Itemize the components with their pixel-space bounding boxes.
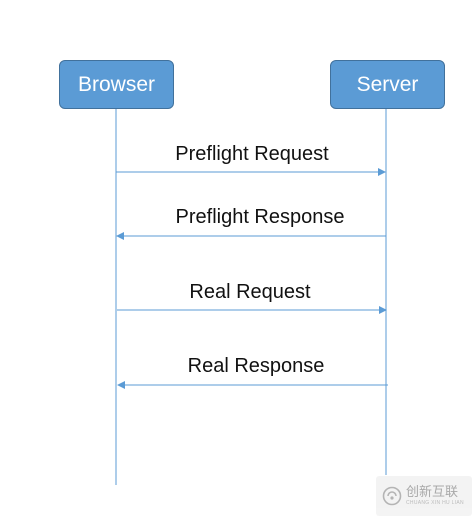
watermark-text: 创新互联: [406, 485, 459, 500]
browser-actor-box: Browser: [59, 60, 174, 109]
watermark: 创新互联 CHUANG XIN HU LIAN: [376, 476, 472, 516]
message-label-real-request: Real Request: [189, 281, 311, 303]
server-actor-label: Server: [356, 72, 419, 96]
server-actor-box: Server: [330, 60, 445, 109]
message-label-preflight-request: Preflight Request: [175, 143, 329, 165]
message-label-real-response: Real Response: [187, 355, 325, 377]
browser-actor-label: Browser: [77, 72, 156, 96]
message-label-preflight-response: Preflight Response: [175, 206, 345, 228]
watermark-subtext: CHUANG XIN HU LIAN: [406, 500, 464, 506]
watermark-logo-icon: [382, 486, 402, 506]
